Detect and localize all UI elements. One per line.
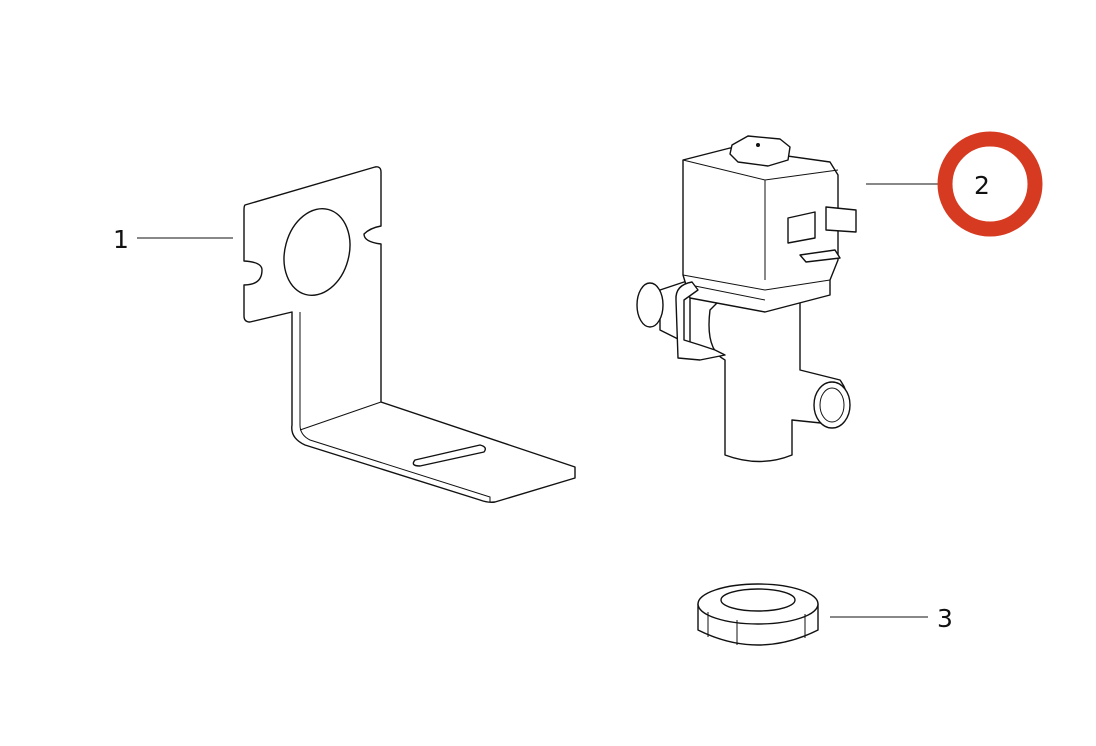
- nut[interactable]: [697, 583, 928, 646]
- callout-label-3[interactable]: 3: [937, 604, 953, 633]
- callout-label-1[interactable]: 1: [113, 225, 129, 254]
- callout-label-2[interactable]: 2: [974, 171, 990, 200]
- solenoid-valve[interactable]: [636, 135, 945, 463]
- highlight-ring: [937, 131, 1043, 237]
- mounting-bracket[interactable]: [137, 166, 576, 503]
